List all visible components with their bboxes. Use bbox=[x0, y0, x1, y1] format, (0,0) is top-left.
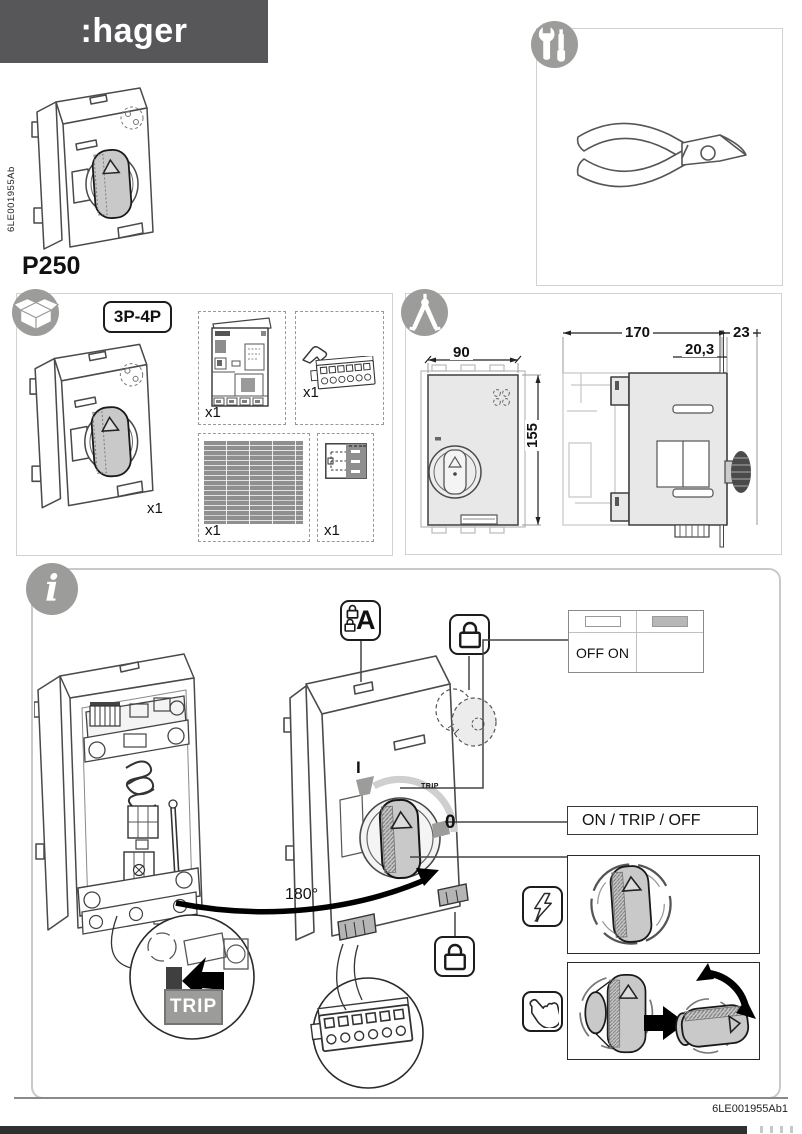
padlock-small-icon bbox=[346, 604, 359, 619]
info-icon: i bbox=[45, 568, 59, 610]
connector-clip-drawing bbox=[302, 346, 328, 364]
padlock-knob-drawing bbox=[435, 688, 497, 747]
knob-rotated-drawing bbox=[675, 998, 750, 1054]
qty-labels: x1 bbox=[205, 522, 221, 539]
wiring-diagram-drawing bbox=[325, 443, 367, 479]
marker-a-letter: A bbox=[356, 605, 376, 635]
handle-chip-on-cell bbox=[636, 611, 703, 632]
marker-a-badge: A bbox=[340, 600, 381, 641]
qty-leaflet: x1 bbox=[205, 404, 221, 421]
tools-badge bbox=[531, 21, 578, 68]
product-name: P250 bbox=[22, 252, 81, 280]
handle-chip-off-cell bbox=[569, 611, 636, 632]
label-sheet-drawing bbox=[204, 441, 303, 524]
qty-diagram: x1 bbox=[324, 522, 340, 539]
qty-device: x1 bbox=[147, 500, 163, 517]
connector-block-drawing bbox=[310, 356, 376, 390]
terminal-callout-drawing bbox=[310, 977, 424, 1089]
tools-icon bbox=[538, 22, 566, 62]
package-item-connector: x1 bbox=[295, 311, 384, 425]
info-leader-lines bbox=[110, 639, 568, 1011]
footer-corner-marks bbox=[760, 1126, 800, 1133]
trip-state-box bbox=[567, 855, 760, 954]
header-bar: :hager bbox=[0, 0, 268, 63]
brand-logo: :hager bbox=[80, 12, 188, 50]
padlock-icon bbox=[443, 943, 466, 970]
handle-position-table: OFF ON bbox=[568, 610, 704, 673]
cutting-pliers-drawing bbox=[576, 122, 747, 188]
padlock-icon bbox=[458, 621, 481, 648]
padlock-badge-handle bbox=[449, 614, 490, 655]
trip-callout-drawing bbox=[129, 914, 255, 1040]
compass-icon bbox=[408, 293, 441, 331]
footer-dark-bar bbox=[0, 1126, 747, 1134]
position-off-mark: 0 bbox=[445, 812, 456, 833]
states-box: ON / TRIP / OFF bbox=[567, 806, 758, 835]
internal-mechanism-drawing bbox=[34, 653, 203, 935]
package-item-diagram: x1 bbox=[317, 433, 374, 542]
handle-chip-off bbox=[584, 616, 621, 627]
leaflet-drawing bbox=[211, 317, 272, 407]
footer-doc-ref: 6LE001955Ab1 bbox=[712, 1103, 788, 1115]
pole-config-label: 3P-4P bbox=[103, 301, 172, 333]
manual-reset-box bbox=[567, 962, 760, 1060]
package-icon bbox=[12, 297, 59, 330]
manual-action-badge bbox=[522, 991, 563, 1032]
product-drawing bbox=[31, 87, 154, 250]
dim-handle: 23 bbox=[730, 325, 753, 340]
pull-arrow-icon bbox=[644, 1006, 686, 1040]
footer-divider bbox=[14, 1097, 788, 1099]
package-device-drawing bbox=[29, 343, 154, 509]
dim-height: 155 bbox=[524, 419, 541, 452]
lightning-icon bbox=[533, 892, 552, 922]
states-label: ON / TRIP / OFF bbox=[582, 811, 701, 829]
package-item-leaflet: x1 bbox=[198, 311, 286, 425]
qty-connector: x1 bbox=[303, 384, 319, 401]
position-on-mark: I bbox=[356, 758, 361, 777]
dimension-drawings bbox=[420, 329, 761, 548]
off-on-label: OFF ON bbox=[576, 644, 629, 661]
dimensions-badge bbox=[401, 289, 448, 336]
knob-trip-drawing bbox=[590, 863, 672, 945]
trip-arc-label: TRIP bbox=[421, 783, 439, 790]
padlock-small-icon bbox=[344, 618, 356, 632]
off-on-empty-cell bbox=[636, 632, 703, 672]
rotation-label: 180° bbox=[285, 886, 319, 903]
pointing-hand-icon bbox=[528, 998, 559, 1028]
handle-chip-on bbox=[652, 616, 688, 627]
doc-code-vertical: 6LE001955Ab bbox=[6, 166, 17, 232]
trip-button-label: TRIP bbox=[164, 989, 223, 1025]
hazard-badge bbox=[522, 886, 563, 927]
package-badge bbox=[12, 289, 59, 336]
off-on-label-cell: OFF ON bbox=[569, 632, 636, 672]
package-item-labels: x1 bbox=[198, 433, 310, 542]
knob-pulled-drawing bbox=[579, 974, 654, 1054]
padlock-badge-terminal bbox=[434, 936, 475, 977]
info-badge: i bbox=[26, 563, 78, 615]
tools-box bbox=[536, 28, 783, 286]
dim-depth: 170 bbox=[622, 325, 654, 340]
dim-shaft: 20,3 bbox=[682, 342, 718, 357]
dim-width: 90 bbox=[450, 345, 473, 360]
rotate-arrow-icon bbox=[696, 963, 756, 1019]
